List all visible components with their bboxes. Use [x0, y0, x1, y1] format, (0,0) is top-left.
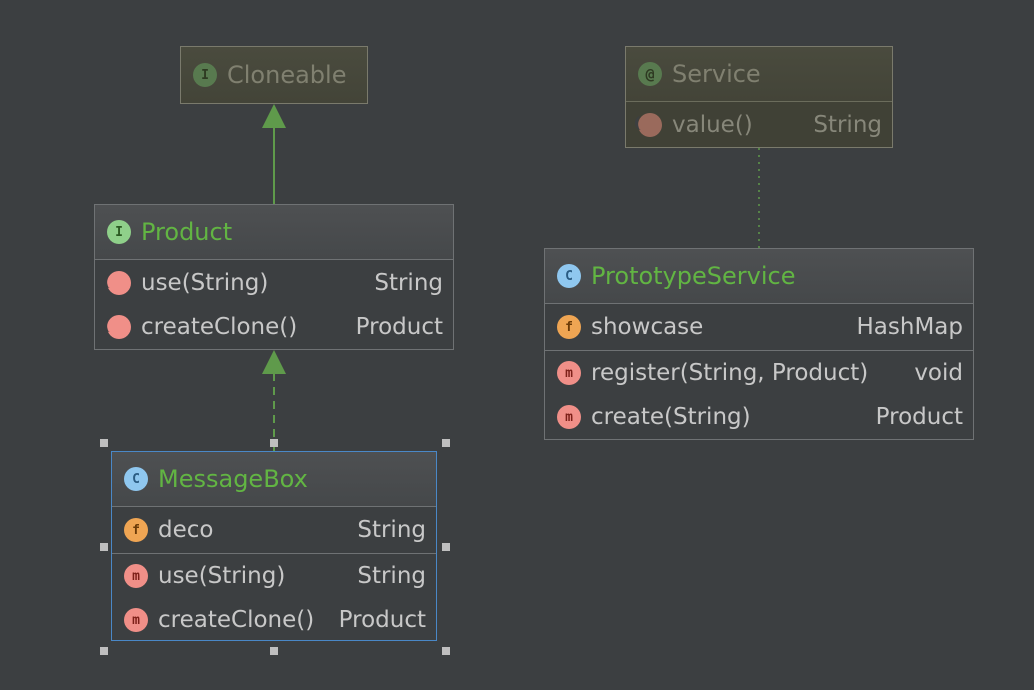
cloneable-title: Cloneable: [227, 61, 347, 89]
field-type: String: [357, 517, 426, 543]
abstract-method-icon: [104, 315, 131, 339]
service-node[interactable]: @ Service value() String: [625, 46, 893, 148]
resize-handle-bottom-left[interactable]: [100, 647, 108, 655]
inheritance-arrowhead-cloneable: [262, 104, 286, 128]
abstract-method-icon: [104, 270, 131, 295]
prototypeservice-method-row[interactable]: m register(String, Product) void: [545, 350, 973, 395]
product-title: Product: [141, 218, 233, 246]
resize-handle-bottom[interactable]: [270, 647, 278, 655]
method-name: createClone(): [141, 314, 298, 340]
field-name: deco: [158, 517, 214, 543]
method-type: String: [813, 112, 882, 138]
messagebox-method-row[interactable]: m use(String) String: [112, 553, 436, 598]
product-node[interactable]: I Product use(String) String createClone…: [94, 204, 454, 350]
field-name: showcase: [591, 314, 704, 340]
class-icon: C: [124, 467, 148, 491]
method-name: register(String, Product): [591, 360, 869, 386]
method-type: Product: [338, 607, 426, 633]
method-type: String: [374, 269, 443, 296]
resize-handle-left[interactable]: [100, 543, 108, 551]
field-type: HashMap: [856, 314, 964, 340]
prototypeservice-method-row[interactable]: m create(String) Product: [545, 395, 973, 439]
messagebox-node[interactable]: C MessageBox f deco String m use(String)…: [111, 451, 437, 641]
resize-handle-top-right[interactable]: [442, 439, 450, 447]
field-icon: f: [124, 518, 148, 542]
method-type: void: [914, 360, 963, 386]
method-name: value(): [672, 112, 753, 138]
method-icon: m: [124, 564, 148, 588]
method-name: create(String): [591, 404, 751, 430]
abstract-method-icon: [635, 113, 662, 137]
field-icon: f: [557, 315, 581, 339]
product-method-row[interactable]: createClone() Product: [95, 305, 453, 349]
realization-arrowhead-product: [262, 350, 286, 374]
annotation-icon: @: [638, 62, 662, 86]
resize-handle-top-left[interactable]: [100, 439, 108, 447]
prototypeservice-node[interactable]: C PrototypeService f showcase HashMap m …: [544, 248, 974, 440]
prototypeservice-field-row[interactable]: f showcase HashMap: [545, 304, 973, 350]
resize-handle-right[interactable]: [442, 543, 450, 551]
product-method-row[interactable]: use(String) String: [95, 260, 453, 305]
method-icon: m: [557, 361, 581, 385]
service-title: Service: [672, 60, 761, 88]
method-icon: m: [557, 405, 581, 429]
method-name: createClone(): [158, 607, 315, 633]
method-name: use(String): [141, 269, 269, 296]
method-icon: m: [124, 608, 148, 632]
method-type: Product: [355, 314, 443, 340]
service-method-row[interactable]: value() String: [626, 102, 892, 148]
messagebox-method-row[interactable]: m createClone() Product: [112, 598, 436, 642]
messagebox-field-row[interactable]: f deco String: [112, 507, 436, 553]
method-type: String: [357, 563, 426, 589]
prototypeservice-title: PrototypeService: [591, 262, 796, 290]
resize-handle-top[interactable]: [270, 439, 278, 447]
method-name: use(String): [158, 563, 286, 589]
method-type: Product: [875, 404, 963, 430]
resize-handle-bottom-right[interactable]: [442, 647, 450, 655]
interface-icon: I: [107, 220, 131, 244]
interface-icon: I: [193, 63, 217, 87]
class-icon: C: [557, 264, 581, 288]
cloneable-node[interactable]: I Cloneable: [180, 46, 368, 104]
messagebox-title: MessageBox: [158, 465, 308, 493]
